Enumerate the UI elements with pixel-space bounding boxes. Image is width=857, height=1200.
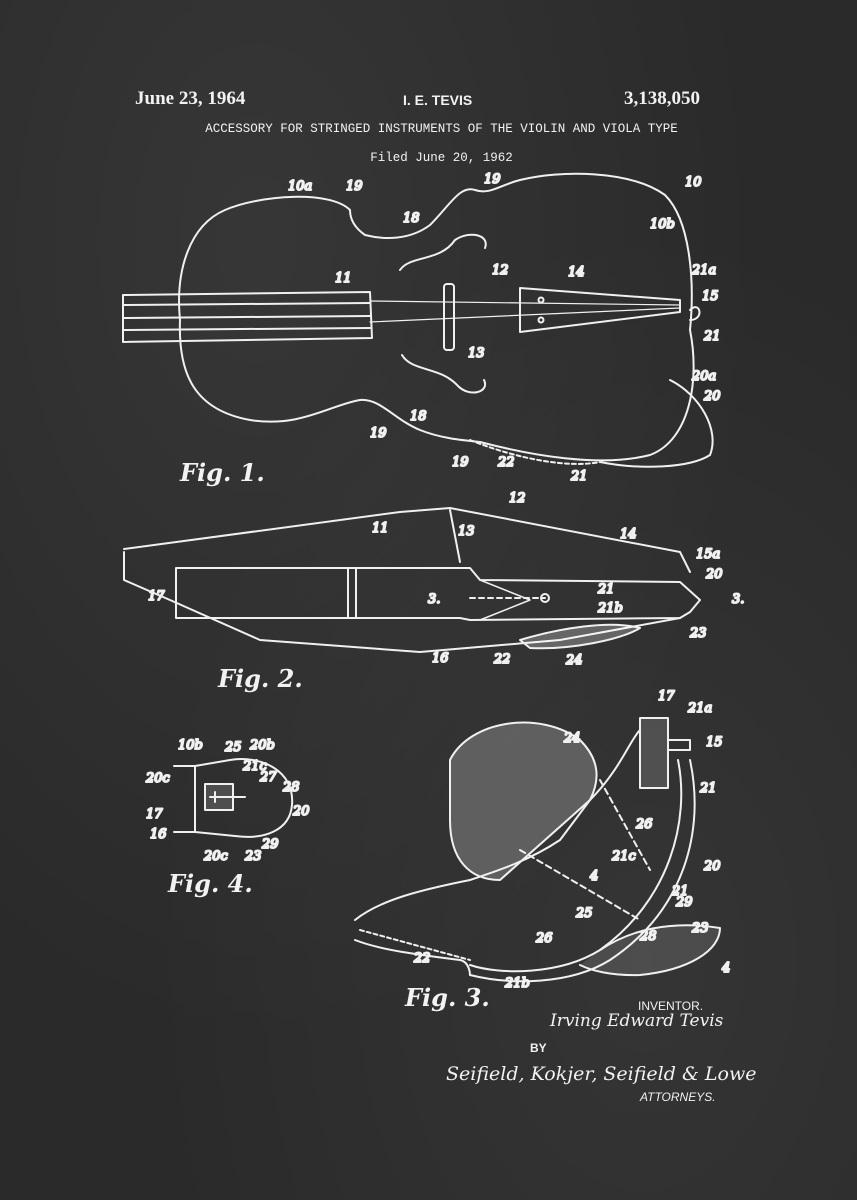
svg-text:20b: 20b — [249, 738, 275, 753]
svg-text:16: 16 — [150, 827, 167, 842]
svg-text:21: 21 — [597, 582, 615, 597]
svg-text:21b: 21b — [504, 976, 530, 991]
svg-text:29: 29 — [261, 837, 279, 852]
svg-text:16: 16 — [432, 651, 449, 666]
svg-text:15a: 15a — [696, 547, 720, 562]
svg-text:21a: 21a — [691, 263, 716, 278]
svg-text:20a: 20a — [691, 369, 716, 384]
svg-text:17: 17 — [658, 689, 675, 704]
figure-4-label: Fig. 4. — [168, 869, 253, 898]
svg-text:19: 19 — [346, 179, 363, 194]
svg-text:13: 13 — [458, 524, 475, 539]
patent-date: June 23, 1964 — [135, 88, 246, 109]
inventor-signature: Irving Edward Tevis — [550, 1011, 724, 1031]
figure-3-label: Fig. 3. — [405, 983, 490, 1012]
svg-text:29: 29 — [675, 895, 693, 910]
svg-text:25: 25 — [575, 906, 593, 921]
svg-text:15: 15 — [702, 289, 719, 304]
violin-top-view: 10a 19 19 10 10b 18 11 12 14 21a 15 21 13 20a 2… — [122, 171, 722, 485]
violin-side-view: 11 12 13 14 15a 20 17 3. 3. 21 21b 23 16 22 24 — [123, 490, 745, 669]
svg-text:10: 10 — [685, 175, 702, 190]
patent-title: ACCESSORY FOR STRINGED INSTRUMENTS OF TH… — [205, 122, 678, 136]
svg-text:22: 22 — [497, 455, 515, 470]
svg-text:21: 21 — [671, 884, 689, 899]
svg-text:4: 4 — [589, 869, 598, 884]
svg-text:17: 17 — [146, 807, 163, 822]
svg-text:18: 18 — [403, 211, 420, 226]
svg-text:20: 20 — [703, 389, 721, 404]
by-label: BY — [530, 1041, 547, 1055]
svg-text:19: 19 — [370, 426, 387, 441]
attorneys-label: ATTORNEYS. — [640, 1090, 716, 1104]
svg-text:17: 17 — [148, 589, 165, 604]
svg-text:11: 11 — [335, 271, 352, 286]
svg-text:10b: 10b — [650, 217, 675, 232]
svg-text:23: 23 — [689, 626, 707, 641]
svg-text:20c: 20c — [145, 771, 171, 786]
svg-text:12: 12 — [509, 491, 526, 506]
inventor-label: INVENTOR. — [638, 999, 704, 1013]
svg-text:22: 22 — [493, 652, 511, 667]
svg-text:19: 19 — [484, 172, 501, 187]
svg-text:21b: 21b — [597, 601, 623, 616]
svg-text:10a: 10a — [288, 179, 312, 194]
attorneys-signature: Seifield, Kokjer, Seifield & Lowe — [446, 1063, 757, 1085]
svg-text:19: 19 — [452, 455, 469, 470]
svg-text:13: 13 — [468, 346, 485, 361]
svg-text:25: 25 — [224, 740, 242, 755]
svg-text:28: 28 — [282, 780, 300, 795]
svg-text:20: 20 — [705, 567, 723, 582]
svg-text:23: 23 — [691, 921, 709, 936]
svg-text:26: 26 — [535, 931, 553, 946]
svg-text:20c: 20c — [203, 849, 229, 864]
svg-text:18: 18 — [410, 409, 427, 424]
svg-text:28: 28 — [639, 929, 657, 944]
chinrest-detail-view: 17 21a 15 21 24 26 20 21c 4 21 29 23 25 26 28 22… — [354, 688, 731, 992]
svg-text:21: 21 — [703, 329, 721, 344]
svg-text:20: 20 — [703, 859, 721, 874]
figure-1-label: Fig. 1. — [180, 458, 265, 487]
svg-text:21: 21 — [699, 781, 717, 796]
svg-text:22: 22 — [413, 951, 431, 966]
figure-2-label: Fig. 2. — [218, 664, 303, 693]
svg-text:21c: 21c — [242, 759, 268, 774]
svg-text:14: 14 — [568, 265, 585, 280]
svg-text:12: 12 — [492, 263, 509, 278]
svg-text:10b: 10b — [178, 738, 203, 753]
inventor-header: I. E. TEVIS — [403, 92, 473, 108]
svg-text:3.: 3. — [428, 592, 440, 607]
svg-text:4: 4 — [721, 961, 730, 976]
svg-text:21a: 21a — [687, 701, 712, 716]
svg-text:14: 14 — [620, 527, 637, 542]
svg-text:24: 24 — [563, 731, 581, 746]
svg-text:11: 11 — [372, 521, 389, 536]
svg-text:26: 26 — [635, 817, 653, 832]
svg-text:15: 15 — [706, 735, 723, 750]
svg-text:20: 20 — [292, 804, 310, 819]
filed-date: Filed June 20, 1962 — [370, 151, 513, 165]
svg-text:24: 24 — [565, 653, 583, 668]
svg-text:23: 23 — [244, 849, 262, 864]
svg-text:21c: 21c — [611, 849, 637, 864]
svg-text:3.: 3. — [732, 592, 744, 607]
svg-text:21: 21 — [570, 469, 588, 484]
svg-text:27: 27 — [259, 770, 277, 785]
patent-number: 3,138,050 — [624, 88, 700, 109]
